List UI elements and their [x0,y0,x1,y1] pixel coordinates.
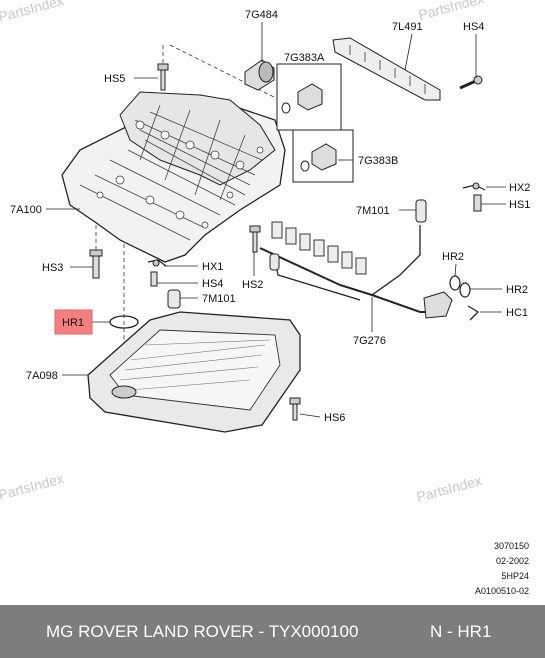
footer-title: MG ROVER LAND ROVER - TYX000100 [46,621,359,641]
label-hs3: HS3 [42,262,63,274]
bolt-hs3[interactable] [89,249,103,279]
label-7g383a: 7G383A [284,52,325,64]
clip-hx2[interactable] [462,182,486,191]
bolt-hs5[interactable] [157,63,169,91]
label-hs6: HS6 [324,412,345,424]
bolt-hs2[interactable] [249,225,261,253]
label-hc1: HC1 [506,307,528,319]
wiring-harness-7g276[interactable] [259,221,453,319]
label-7l491: 7L491 [392,21,423,33]
label-hr2-right: HR2 [506,284,528,296]
solenoid-7g484[interactable] [244,59,275,91]
solenoid-7g383a-box[interactable] [276,63,342,131]
bolt-hs4-mid[interactable] [150,271,158,287]
footer-bar: MG ROVER LAND ROVER - TYX000100 N - HR1 [0,605,545,658]
o-ring-hr2[interactable] [449,275,471,298]
filter-neck-7m101[interactable] [167,289,181,309]
oil-pan-7a098[interactable] [87,311,301,433]
exploded-parts-diagram: PartsIndex PartsIndex PartsIndex PartsIn… [0,0,530,505]
label-hs4-top: HS4 [463,21,484,33]
clip-hx1[interactable] [147,259,167,267]
bolt-hs4-top[interactable] [459,75,483,90]
label-7g276: 7G276 [353,335,386,347]
label-7a098: 7A098 [26,370,58,382]
meta-line-3: 5HP24 [501,571,529,581]
label-7m101-mid: 7M101 [202,293,236,305]
meta-line-1: 3070150 [493,541,529,551]
watermark-mid-left: PartsIndex [0,470,65,503]
label-hs1: HS1 [509,199,530,211]
watermark-mid-right: PartsIndex [415,472,484,505]
label-hs2: HS2 [242,279,263,291]
clip-hc1[interactable] [467,305,480,321]
meta-line-4: A0100510-02 [474,586,529,596]
leader-lines [46,22,506,418]
watermark-top-right: PartsIndex [417,0,486,23]
label-hs4-mid: HS4 [202,278,223,290]
label-7g383b: 7G383B [358,155,398,167]
valve-body-7a100[interactable] [61,91,286,263]
label-hx1: HX1 [202,261,223,273]
hr1-highlight[interactable] [54,309,93,335]
label-7m101-right: 7M101 [356,205,390,217]
label-hr1: HR1 [62,317,84,329]
watermark-top-left: PartsIndex [0,0,65,25]
label-hs5: HS5 [104,73,125,85]
connector-7m101-right[interactable] [415,199,427,223]
bolt-hs1[interactable] [473,194,482,212]
solenoid-7g383b-box[interactable] [292,129,354,183]
connector-7m101-small[interactable] [269,253,280,271]
footer-code: N - HR1 [430,621,492,641]
harness-plate-7l491[interactable] [332,37,441,101]
label-hx2: HX2 [509,182,530,194]
meta-line-2: 02-2002 [495,556,529,566]
label-7a100: 7A100 [10,204,42,216]
bolt-hs6[interactable] [289,397,301,421]
label-7g484: 7G484 [245,9,278,21]
label-hr2-top: HR2 [442,251,464,263]
